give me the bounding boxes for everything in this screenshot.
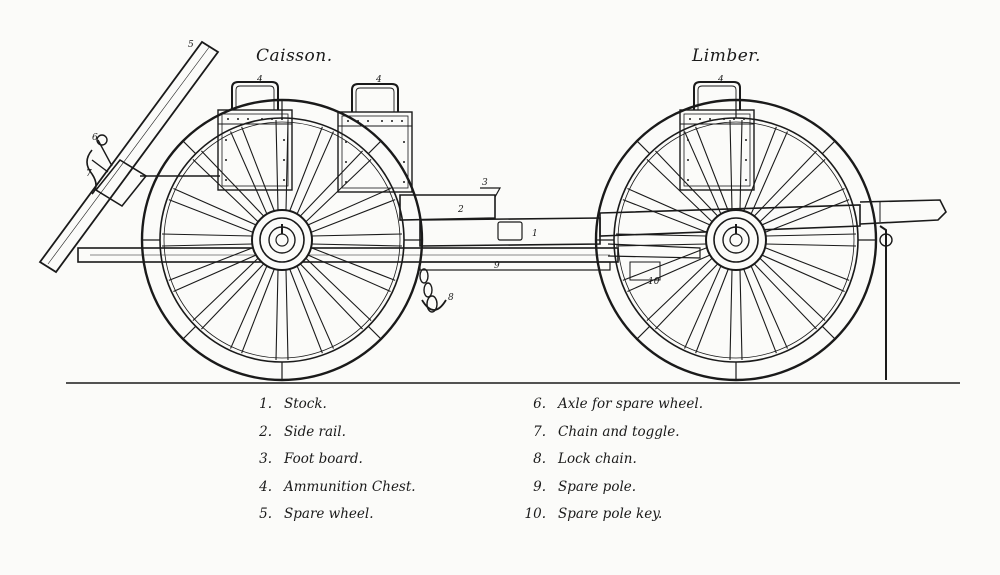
callout-9: 9: [494, 261, 500, 271]
legend-item: 5.Spare wheel.: [259, 506, 374, 522]
legend-item: 6.Axle for spare wheel.: [533, 396, 704, 412]
callout-4a: 4: [256, 75, 263, 85]
callout-4b: 4: [375, 75, 382, 85]
legend-item: 1.Stock.: [259, 396, 327, 412]
legend-item: 10.Spare pole key.: [524, 506, 663, 522]
legend-item: 8.Lock chain.: [533, 451, 637, 467]
legend-item: 4.Ammunition Chest.: [259, 478, 416, 495]
legend-item: 3.Foot board.: [259, 451, 363, 467]
callout-1: 1: [532, 229, 538, 239]
callout-2: 2: [457, 205, 464, 215]
stock-and-pole: [77, 187, 947, 380]
callout-7: 7: [86, 169, 92, 179]
callout-5: 5: [188, 40, 194, 50]
caisson-wheel: [140, 98, 424, 382]
limber-title: Limber.: [692, 46, 761, 66]
caisson-title: Caisson.: [256, 46, 333, 66]
limber-wheel: [594, 98, 878, 382]
legend-right: 6.Axle for spare wheel. 7.Chain and togg…: [520, 396, 704, 534]
callout-8: 8: [448, 293, 454, 303]
callout-4c: 4: [717, 75, 724, 85]
legend-left: 1.Stock. 2.Side rail. 3.Foot board. 4.Am…: [246, 396, 416, 534]
limber-chest: [679, 81, 755, 191]
callout-3: 3: [482, 178, 488, 188]
callout-6: 6: [92, 133, 98, 143]
spare-wheel: [38, 40, 220, 274]
caisson-chest-1: [217, 81, 293, 191]
legend-item: 2.Side rail.: [259, 423, 346, 440]
callout-10: 10: [648, 277, 660, 287]
legend-item: 7.Chain and toggle.: [533, 423, 680, 440]
legend-item: 9.Spare pole.: [533, 478, 637, 495]
lock-chain: [419, 268, 447, 313]
